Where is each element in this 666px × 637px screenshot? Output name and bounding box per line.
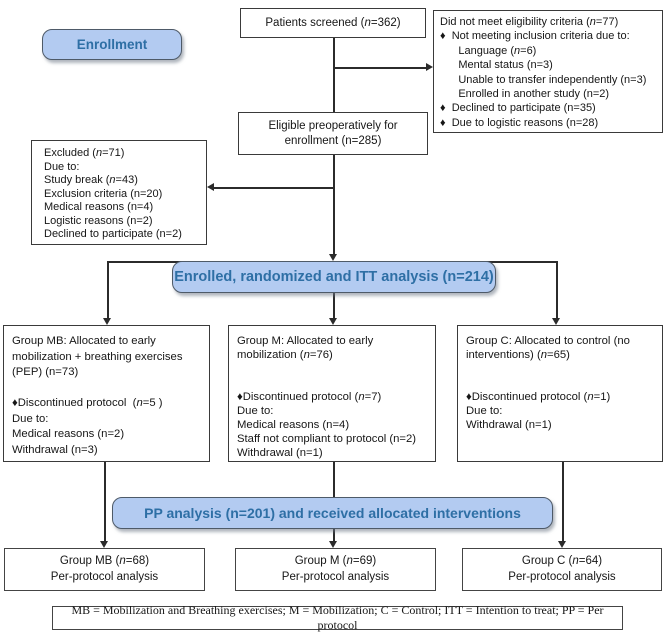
- connector-mb-to-pp: [104, 462, 106, 541]
- legend-text: MB = Mobilization and Breathing exercise…: [71, 603, 604, 632]
- group-c-pp-box: Group C (n=64)Per-protocol analysis: [462, 548, 662, 591]
- excluded-box: Excluded (n=71)Due to:Study break (n=43)…: [31, 140, 207, 245]
- arrow-down-icon: [103, 318, 112, 325]
- group-m-pp-box: Group M (n=69)Per-protocol analysis: [235, 548, 436, 591]
- connector-eligible-to-itt: [333, 155, 335, 254]
- arrow-down-icon: [329, 254, 338, 261]
- connector-to-not-eligible: [334, 67, 426, 69]
- connector-pp-box-to-m: [333, 529, 335, 541]
- group-mb-pp-box: Group MB (n=68)Per-protocol analysis: [4, 548, 205, 591]
- enrollment-stage-label: Enrollment: [42, 29, 182, 60]
- connector-to-excluded: [213, 187, 334, 189]
- arrow-down-icon: [100, 541, 109, 548]
- arrow-down-icon: [558, 541, 567, 548]
- pp-analysis-box: PP analysis (n=201) and received allocat…: [112, 497, 553, 529]
- arrow-right-icon: [426, 63, 433, 72]
- arrow-down-icon: [329, 318, 338, 325]
- arrow-down-icon: [552, 318, 561, 325]
- enrollment-label: Enrollment: [76, 37, 148, 52]
- arrow-down-icon: [329, 541, 338, 548]
- connector-to-group-m: [333, 293, 335, 318]
- connector-to-group-mb: [107, 261, 109, 318]
- not-eligible-box: Did not meet eligibility criteria (n=77)…: [433, 10, 663, 133]
- arrow-left-icon: [207, 183, 214, 192]
- connector-screened-to-eligible: [333, 38, 335, 112]
- patients-screened-box: Patients screened (n=362): [240, 8, 426, 38]
- connector-c-to-pp: [562, 462, 564, 541]
- abbreviation-legend: MB = Mobilization and Breathing exercise…: [52, 603, 623, 632]
- itt-analysis-box: Enrolled, randomized and ITT analysis (n…: [172, 261, 496, 293]
- connector-to-group-c: [556, 261, 558, 318]
- connector-m-to-pp-box: [333, 462, 335, 497]
